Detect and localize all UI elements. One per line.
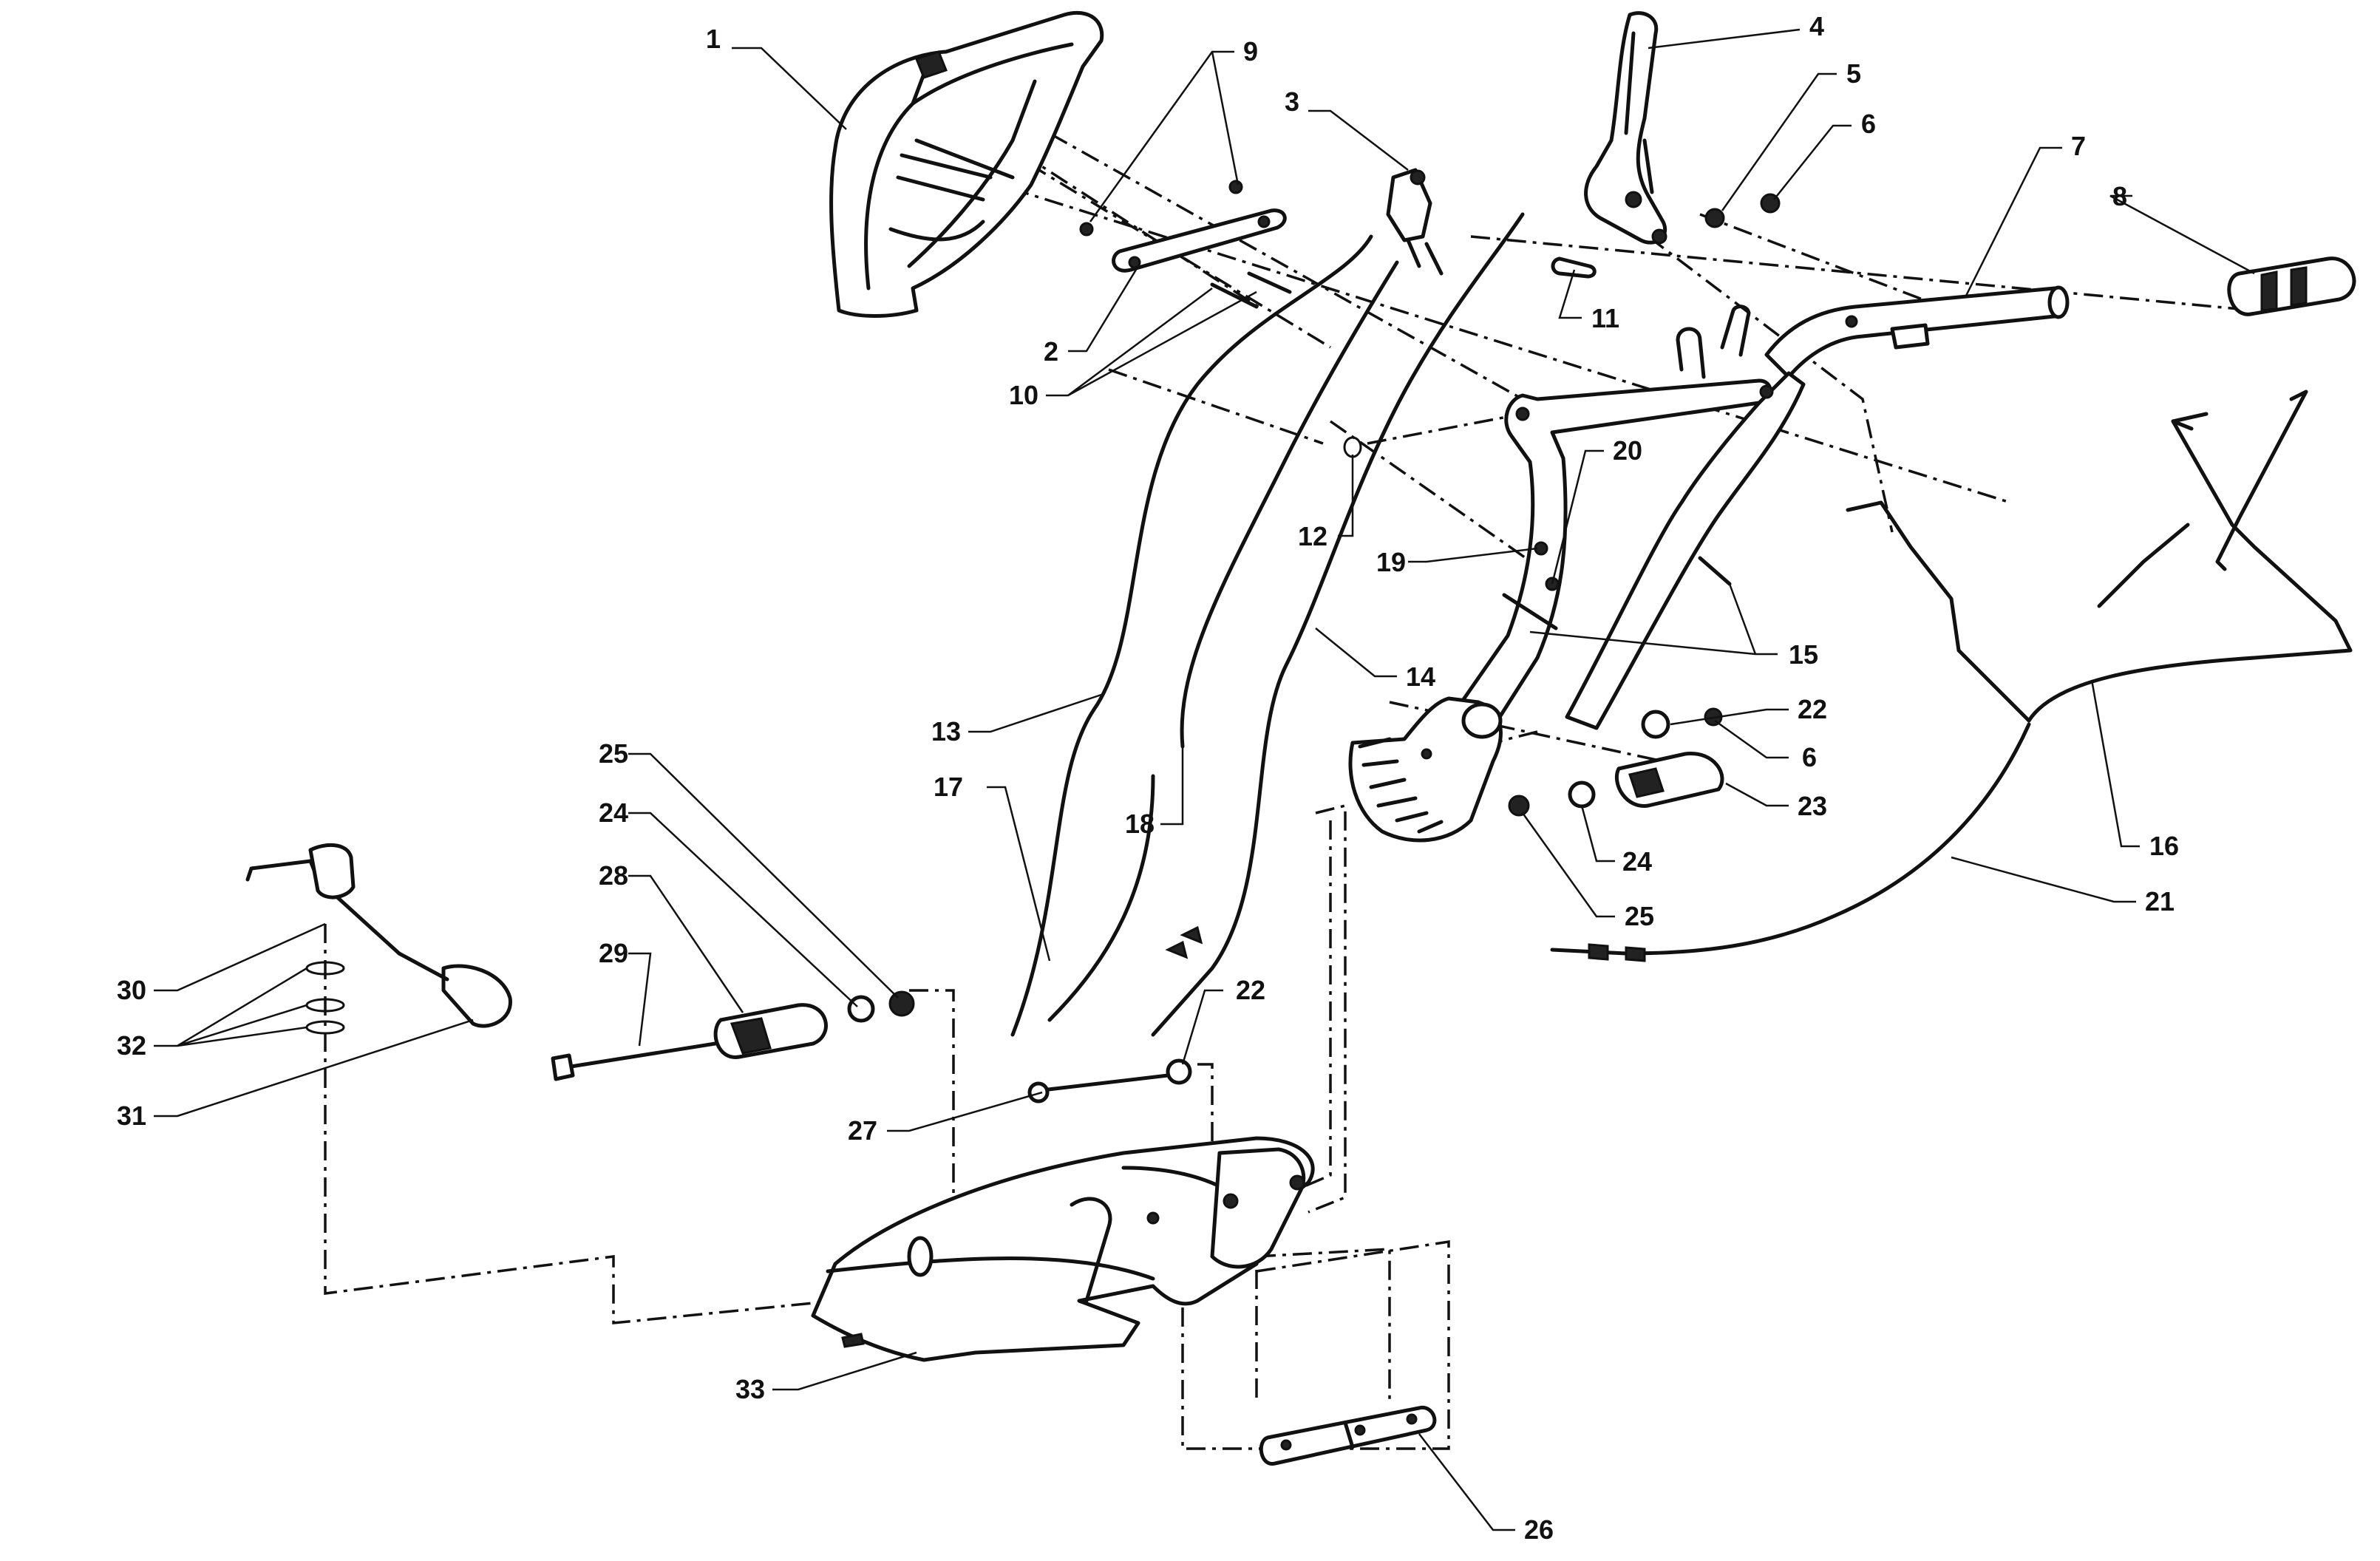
callout-2: 2 <box>1044 336 1058 367</box>
part-26-plate <box>1259 1406 1437 1466</box>
part-23-knob-right <box>1614 752 1724 808</box>
callout-numbers: 1 2 3 4 5 6 7 8 9 10 11 12 13 14 15 16 1… <box>117 11 2179 1545</box>
callout-11: 11 <box>1591 303 1619 333</box>
callout-6-right: 6 <box>1802 742 1817 772</box>
part-31-knob <box>441 964 512 1028</box>
callout-8: 8 <box>2112 181 2127 211</box>
part-12-ring <box>1343 436 1362 458</box>
callout-23: 23 <box>1798 791 1827 821</box>
callout-6: 6 <box>1861 109 1876 139</box>
callout-15: 15 <box>1789 639 1818 670</box>
callout-22-right: 22 <box>1798 694 1827 724</box>
callout-7: 7 <box>2071 131 2086 161</box>
callout-10: 10 <box>1009 380 1038 410</box>
part-17-cable <box>1047 774 1155 1022</box>
callout-27: 27 <box>848 1115 877 1146</box>
part-5-washer <box>1704 208 1725 228</box>
callout-19: 19 <box>1376 547 1406 577</box>
callout-5: 5 <box>1846 58 1861 89</box>
part-4-lever <box>1584 11 1667 245</box>
part-10-screws <box>1210 271 1292 309</box>
callout-32: 32 <box>117 1030 146 1061</box>
part-22-washer-lower <box>1166 1058 1192 1085</box>
part-33-housing <box>811 1136 1315 1362</box>
callout-13: 13 <box>931 716 961 747</box>
part-29-bolt <box>551 1040 727 1081</box>
main-frame <box>1446 305 1806 741</box>
callout-30: 30 <box>117 975 146 1005</box>
callout-24-right: 24 <box>1622 846 1652 877</box>
part-22-washer-right <box>1641 710 1670 739</box>
callout-17: 17 <box>934 772 963 802</box>
part-7-handlebar <box>1764 285 2070 379</box>
callout-20: 20 <box>1613 435 1642 466</box>
part-9-nut-a <box>1079 222 1094 237</box>
part-14-cable <box>1151 212 1525 1037</box>
callout-28: 28 <box>599 860 628 891</box>
callout-33: 33 <box>735 1374 765 1404</box>
cable-14-fittings <box>1165 925 1203 959</box>
part-8-grip <box>2227 256 2356 316</box>
callout-9: 9 <box>1243 36 1258 67</box>
callout-29: 29 <box>599 938 628 968</box>
part-15-bolts <box>1502 556 1732 630</box>
part-11-clip <box>1551 256 1597 279</box>
callout-26: 26 <box>1524 1514 1554 1545</box>
part-9-nut-b <box>1228 180 1243 194</box>
callout-3: 3 <box>1285 86 1299 117</box>
part-13-cable <box>1010 234 1373 1037</box>
callout-12: 12 <box>1298 521 1327 551</box>
callout-25-right: 25 <box>1625 901 1654 931</box>
gear-quadrant <box>1348 696 1503 843</box>
callout-21: 21 <box>2145 886 2175 916</box>
callout-22-lower: 22 <box>1236 975 1265 1005</box>
callout-25-left: 25 <box>599 738 628 769</box>
callout-24-left: 24 <box>599 797 628 828</box>
callout-1: 1 <box>706 24 721 54</box>
part-27-bolt <box>1027 1073 1170 1103</box>
part-18-cable <box>1180 260 1399 749</box>
callout-16: 16 <box>2149 831 2179 861</box>
part-2-bracket <box>1079 180 1292 309</box>
part-25-nut-right <box>1508 795 1530 817</box>
part-1-top-cover <box>829 10 1104 318</box>
part-30-crank <box>245 843 512 1028</box>
part-21-cable <box>1550 523 2190 962</box>
part-28-knob-left <box>713 1003 828 1059</box>
callout-4: 4 <box>1809 11 1824 41</box>
part-25-nut-left <box>888 990 915 1017</box>
part-16-bail <box>1846 390 2353 723</box>
leader-lines <box>154 28 2255 1531</box>
part-3-switch <box>1386 168 1444 276</box>
callout-31: 31 <box>117 1101 146 1131</box>
callout-14: 14 <box>1406 662 1435 692</box>
part-24-washer-left <box>847 995 875 1023</box>
callout-18: 18 <box>1125 809 1155 839</box>
part-24-washer-right <box>1568 780 1596 809</box>
